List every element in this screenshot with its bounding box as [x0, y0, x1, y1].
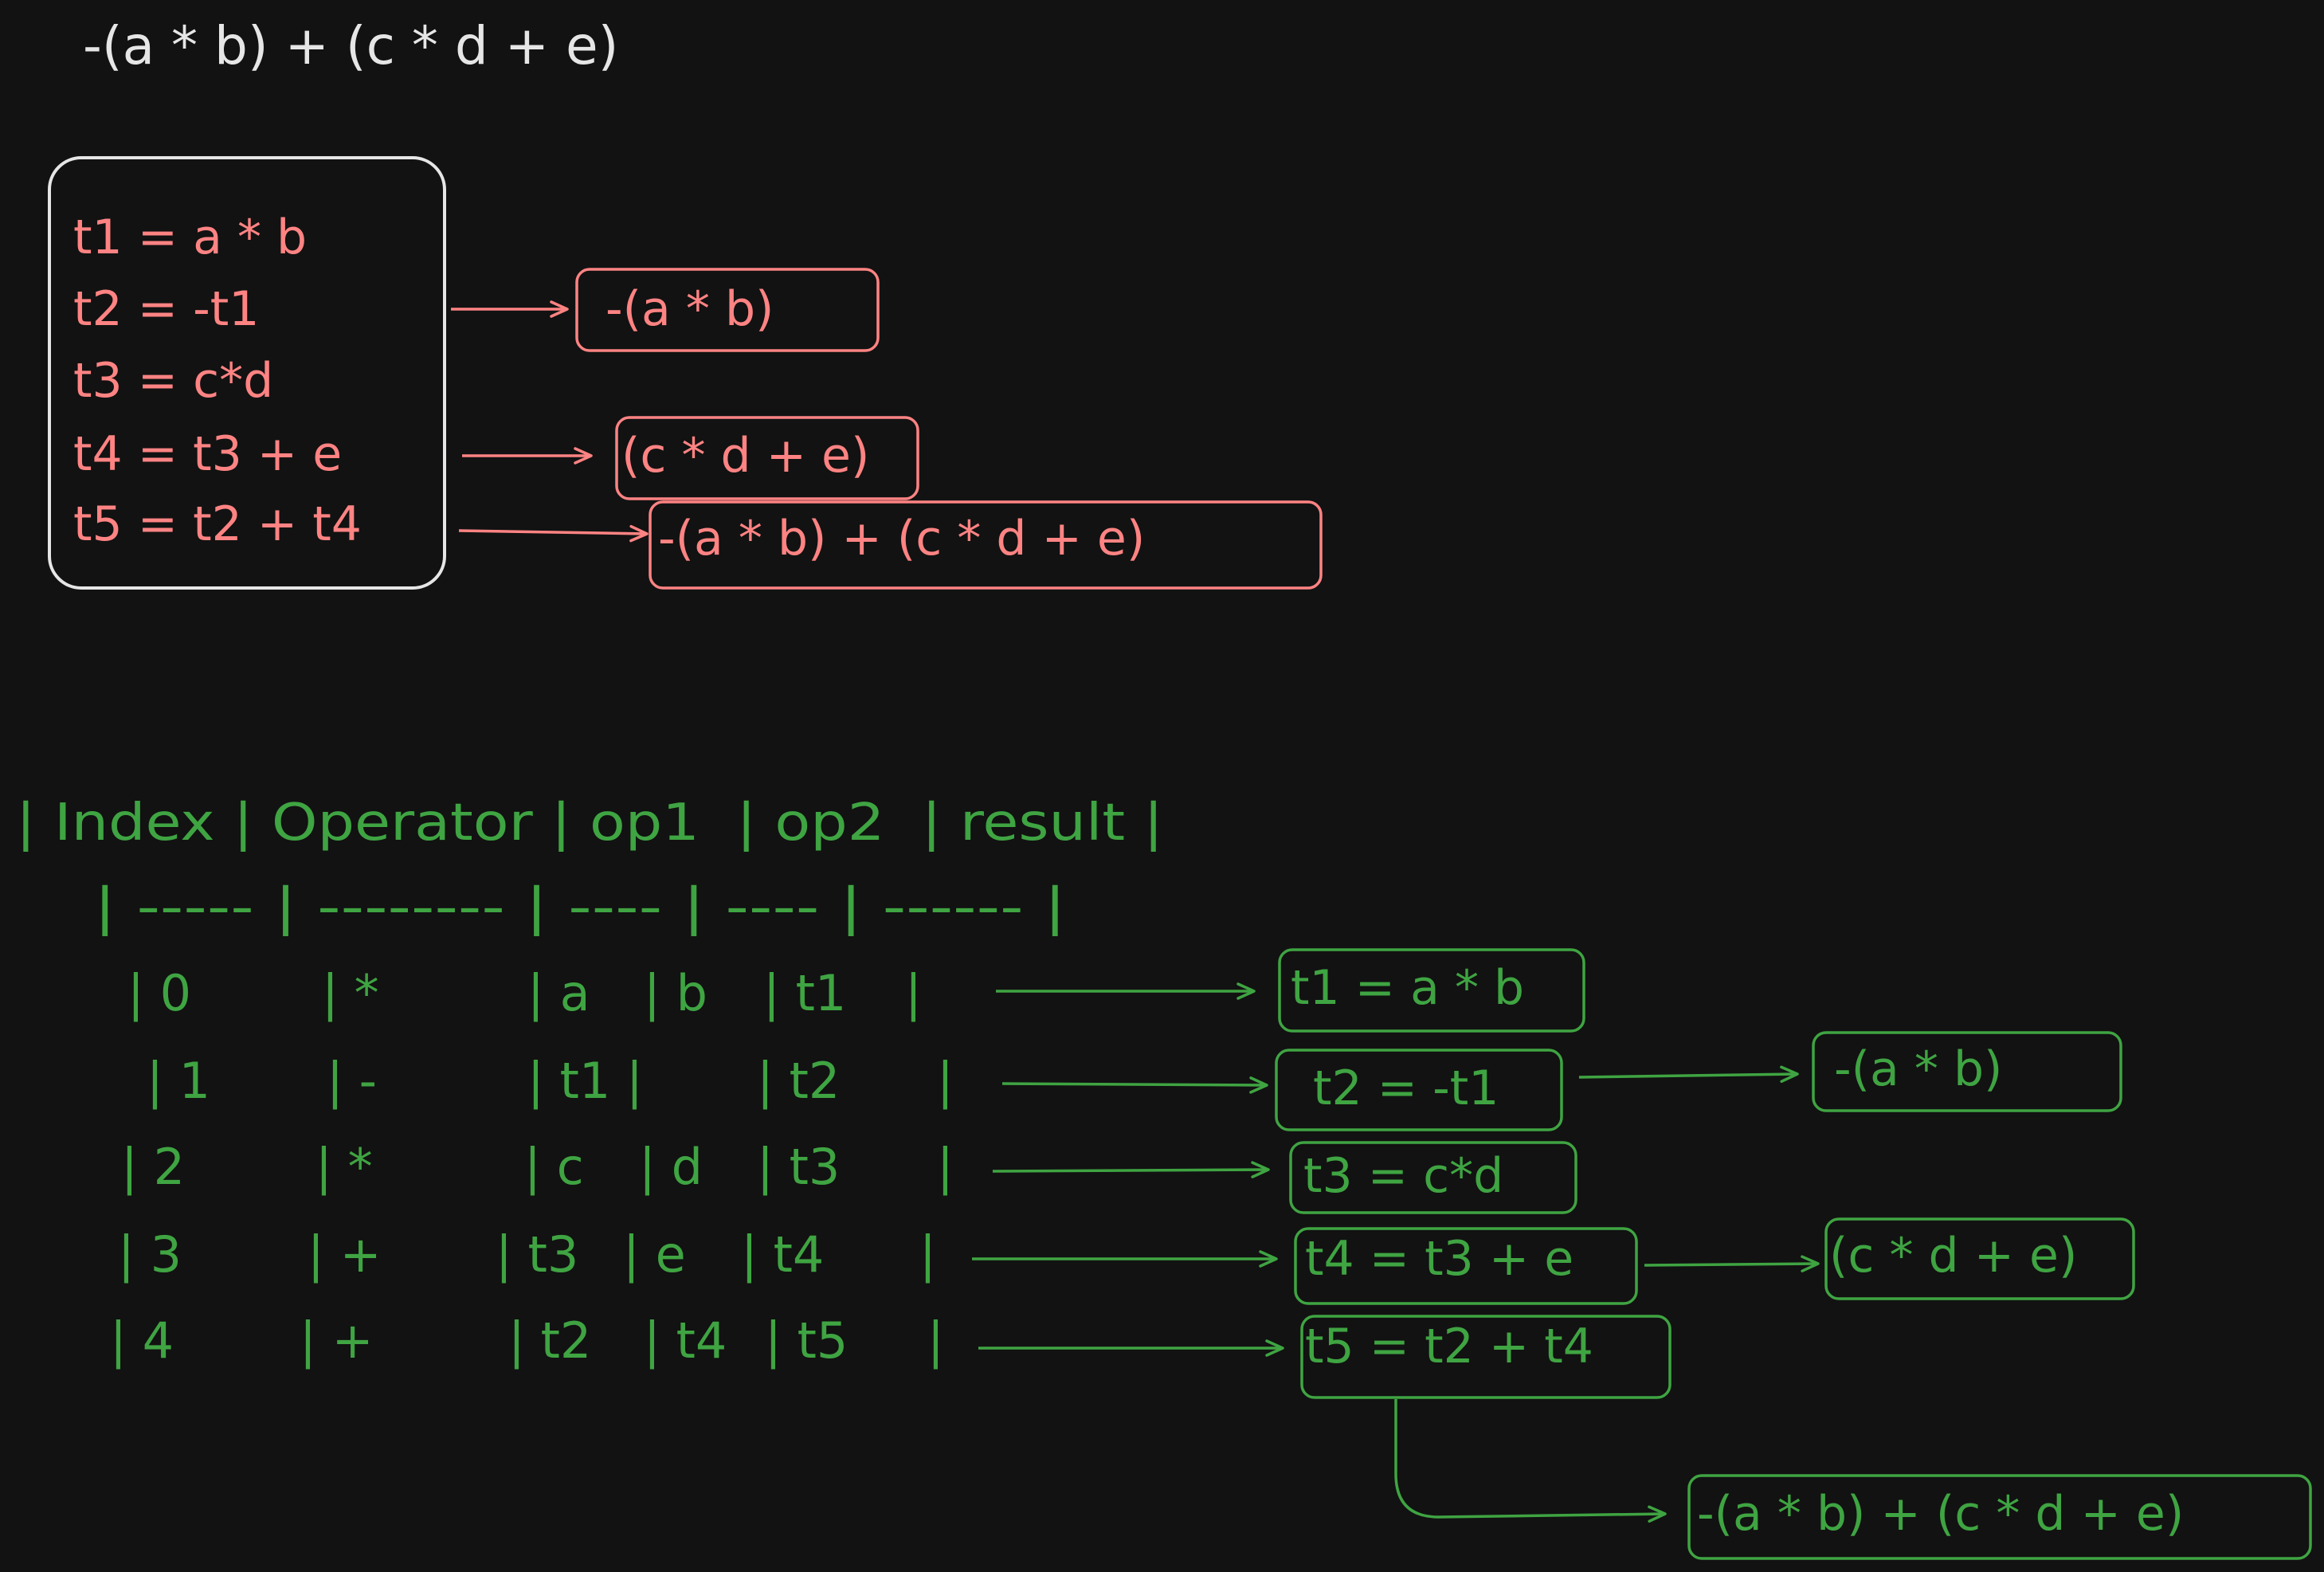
tac-result-box-3 [649, 500, 1323, 590]
quad-result-2: (c * d + e) [1829, 1228, 2077, 1284]
instr-t1: t1 = a * b [1291, 960, 1524, 1016]
tac-line-t2: t2 = -t1 [73, 281, 259, 337]
row-3-operator: | + [308, 1225, 382, 1284]
instr-t5: t5 = t2 + t4 [1305, 1319, 1593, 1374]
tac-arrow-t5 [458, 524, 649, 543]
row-0-operator: | * [322, 964, 379, 1023]
tac-line-t3: t3 = c*d [73, 353, 273, 409]
instr-t4: t4 = t3 + e [1305, 1231, 1574, 1287]
quad-result-box-2 [1824, 1217, 2135, 1300]
tac-result-1: -(a * b) [605, 281, 774, 337]
row-3-result: | t4 [741, 1225, 824, 1284]
row-1-op1: | t1 | [527, 1052, 643, 1111]
row-2-result: | t3 [757, 1138, 840, 1197]
tac-result-2: (c * d + e) [621, 428, 869, 484]
row-2-op2: | d [639, 1138, 703, 1197]
three-address-code-group: t1 = a * b t2 = -t1 t3 = c*d t4 = t3 + e… [48, 156, 1323, 590]
tac-result-3: -(a * b) + (c * d + e) [658, 511, 1145, 566]
instr-t3: t3 = c*d [1303, 1148, 1503, 1204]
row-1-result: | t2 [757, 1052, 840, 1111]
instr-box-t3 [1289, 1141, 1577, 1214]
row-2-index: | 2 [121, 1138, 185, 1197]
row-1-index: | 1 [147, 1052, 210, 1111]
row-2-operator: | * [315, 1138, 373, 1197]
row-1-arrow [1001, 1076, 1268, 1094]
row-4-index: | 4 [110, 1311, 174, 1370]
instr-t4-arrow [1644, 1255, 1820, 1272]
row-3-op1: | t3 [496, 1225, 578, 1284]
instr-t5-arrow [1394, 1399, 1667, 1523]
row-4-operator: | + [300, 1311, 374, 1370]
instr-box-t1 [1278, 948, 1585, 1033]
three-address-code-box [48, 156, 446, 590]
quad-result-box-1 [1812, 1031, 2122, 1112]
tac-result-box-1 [575, 268, 880, 352]
instr-box-t4 [1294, 1227, 1638, 1305]
row-0-op2: | b [644, 964, 707, 1023]
table-header: | Index | Operator | op1 | op2 | result … [16, 794, 1163, 853]
tac-line-t4: t4 = t3 + e [73, 426, 342, 482]
row-3-end: | [919, 1225, 936, 1284]
tac-result-box-2 [615, 416, 919, 500]
instr-box-t2 [1275, 1049, 1563, 1131]
tac-line-t1: t1 = a * b [73, 210, 307, 265]
instr-t2: t2 = -t1 [1313, 1060, 1499, 1116]
row-2-op1: | c [524, 1138, 584, 1197]
row-2-end: | [937, 1138, 954, 1197]
expression-text: -(a * b) + (c * d + e) [83, 15, 618, 76]
instr-t2-arrow [1578, 1065, 1799, 1084]
row-0-index: | 0 [127, 964, 191, 1023]
instr-box-t5 [1300, 1315, 1671, 1399]
row-1-operator: | - [327, 1052, 377, 1111]
row-3-index: | 3 [118, 1225, 182, 1284]
row-4-result: | t5 [765, 1311, 848, 1370]
row-4-op2: | t4 [644, 1311, 727, 1370]
tac-line-t5: t5 = t2 + t4 [73, 496, 362, 552]
row-0-op1: | a [527, 964, 590, 1023]
row-0-result: | t1 [763, 964, 846, 1023]
row-2-arrow [992, 1161, 1270, 1178]
row-4-op1: | t2 [508, 1311, 591, 1370]
quadruple-table-group: | Index | Operator | op1 | op2 | result … [16, 794, 2312, 1560]
table-separator: | ----- | -------- | ---- | ---- | -----… [94, 878, 1066, 937]
row-4-end: | [927, 1311, 944, 1370]
quad-result-3: -(a * b) + (c * d + e) [1697, 1486, 2184, 1542]
row-3-op2: | e [623, 1225, 686, 1284]
row-1-end: | [937, 1052, 954, 1111]
quad-result-1: -(a * b) [1834, 1041, 2002, 1097]
quad-result-box-3 [1687, 1474, 2312, 1560]
row-0-end: | [905, 964, 922, 1023]
